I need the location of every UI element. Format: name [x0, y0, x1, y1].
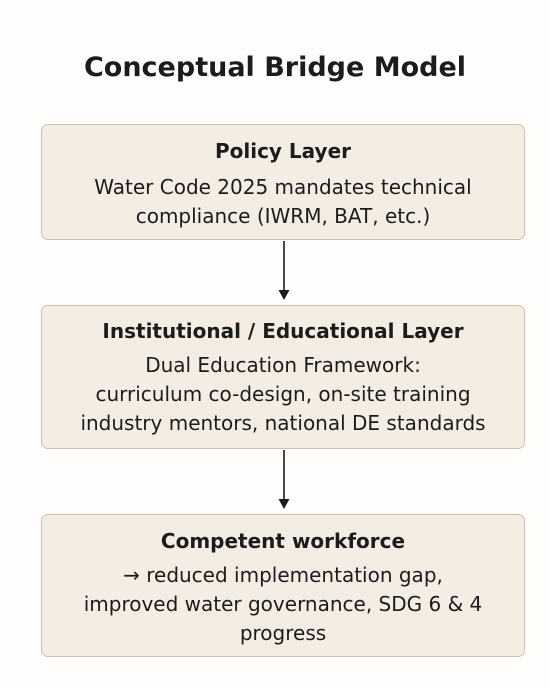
policy-layer-heading: Policy Layer [214, 139, 352, 163]
workforce-outcome-line: → reduced implementation gap, [123, 563, 443, 587]
policy-layer-box: Policy Layer Water Code 2025 mandates te… [41, 124, 525, 240]
institutional-layer-description: Dual Education Framework: curriculum co-… [42, 351, 524, 438]
institutional-layer-line: industry mentors, national DE standards [80, 411, 486, 435]
arrow-policy-to-institutional [278, 241, 290, 300]
policy-layer-line: compliance (IWRM, BAT, etc.) [135, 204, 431, 228]
policy-layer-description: Water Code 2025 mandates technical compl… [42, 173, 524, 231]
workforce-outcome-description: → reduced implementation gap, improved w… [42, 561, 524, 648]
diagram-title: Conceptual Bridge Model [83, 52, 467, 83]
workforce-outcome-heading: Competent workforce [160, 529, 406, 553]
arrow-institutional-to-workforce [278, 450, 290, 509]
workforce-outcome-line: improved water governance, SDG 6 & 4 [83, 592, 483, 616]
workforce-outcome-box: Competent workforce → reduced implementa… [41, 514, 525, 657]
institutional-layer-line: curriculum co-design, on-site training [95, 382, 471, 406]
institutional-layer-line: Dual Education Framework: [145, 353, 421, 377]
policy-layer-line: Water Code 2025 mandates technical [94, 175, 472, 199]
institutional-layer-heading: Institutional / Educational Layer [102, 319, 464, 343]
institutional-layer-box: Institutional / Educational Layer Dual E… [41, 305, 525, 449]
workforce-outcome-line: progress [239, 621, 327, 645]
